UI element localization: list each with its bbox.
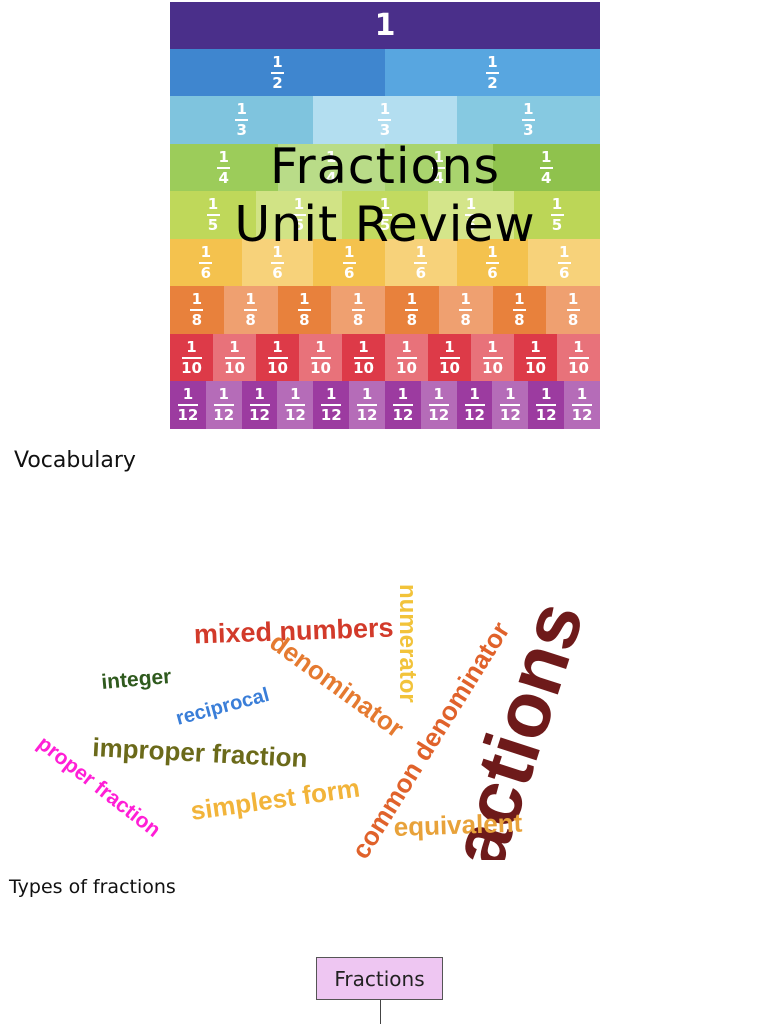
fraction-cell: 1 [170,2,600,49]
word-simplest-form: simplest form [189,773,362,826]
types-of-fractions-heading: Types of fractions [9,876,176,898]
word-reciprocal: reciprocal [174,684,272,730]
fractions-diagram-node[interactable]: Fractions [316,957,443,1000]
word-equivalent: equivalent [393,808,523,842]
vocabulary-word-cloud: Fractions mixed numbers numerator denomi… [33,584,600,860]
diagram-connector-line [380,1000,381,1024]
word-improper-fraction: improper fraction [92,732,309,773]
word-integer: integer [100,665,172,694]
fraction-row-1: 1 [170,2,600,49]
vocabulary-heading: Vocabulary [14,448,136,473]
word-numerator: numerator [394,584,421,703]
word-mixed-numbers: mixed numbers [193,613,393,650]
